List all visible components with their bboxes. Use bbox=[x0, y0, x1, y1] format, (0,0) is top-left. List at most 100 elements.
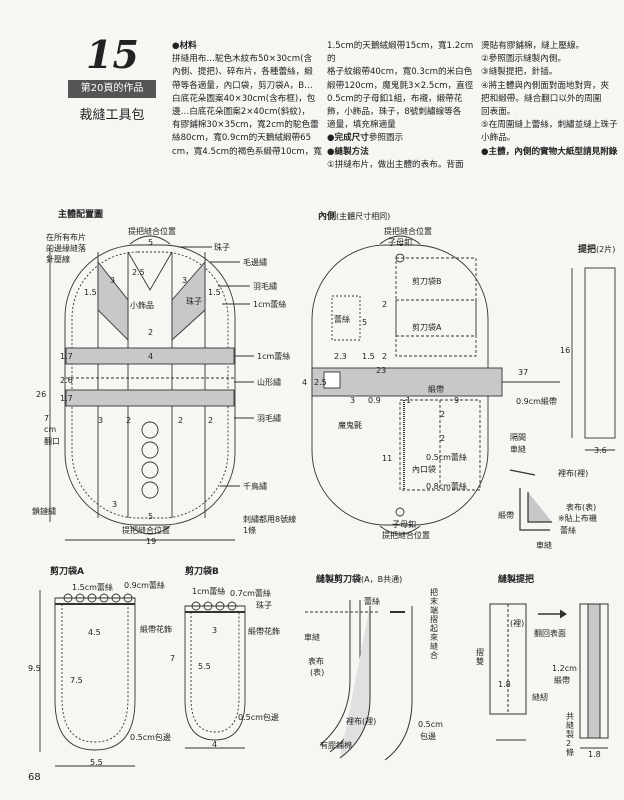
inner-dim: 5 bbox=[362, 318, 368, 327]
materials-line: 內側、提把)、碎布片，各種蕾絲，緞 bbox=[172, 67, 313, 78]
materials-line: 0.5cm的子母釦1組，布襯，緞帶花 bbox=[327, 93, 463, 104]
method-step: 燙貼有膠鋪棉，縫上壓線。 bbox=[481, 41, 585, 51]
scissor-b-dim: 4 bbox=[212, 740, 218, 749]
sewing-label: 車縫 bbox=[304, 633, 320, 642]
size-line: ●完成尺寸參照圖示 bbox=[327, 132, 477, 145]
materials-line: cm，寬4.5cm的褐色系緞帶10cm，寬 bbox=[172, 146, 322, 157]
main-label: 提把縫合位置 bbox=[122, 526, 170, 535]
inner-dim: 23 bbox=[376, 366, 387, 375]
main-dim: 3 bbox=[110, 276, 116, 285]
sew-handle-label: 共縫製2條 bbox=[566, 712, 574, 757]
detail-label: 車縫 bbox=[536, 541, 552, 550]
inner-dim: 3 bbox=[350, 396, 356, 405]
materials-heading: ●材料 bbox=[172, 41, 197, 51]
size-heading: ●完成尺寸 bbox=[327, 133, 369, 144]
main-label: 千鳥繡 bbox=[243, 482, 267, 491]
method-step: ①拼縫布片，做出主體的表布。背面 bbox=[327, 159, 464, 170]
lace-strip bbox=[331, 295, 361, 341]
inner-dim: 11 bbox=[382, 454, 393, 463]
main-dim: 4 bbox=[148, 352, 154, 361]
method-step: ②參照圖示縫製內側。 bbox=[481, 54, 567, 65]
main-label: 珠子 bbox=[186, 297, 202, 306]
inner-dim: 2 bbox=[440, 434, 446, 443]
project-title: 裁縫工具包 bbox=[79, 108, 145, 123]
main-label: 的邊緣縫落 bbox=[46, 244, 86, 253]
inner-label: 剪刀袋B bbox=[412, 277, 442, 286]
main-dim: 3 bbox=[98, 416, 104, 425]
inner-label: 子母釦 bbox=[388, 238, 412, 247]
inner-dim: 1.5 bbox=[362, 352, 375, 361]
main-dim: 2.6 bbox=[60, 376, 73, 385]
inner-label: 蕾絲 bbox=[334, 315, 350, 324]
detail-section bbox=[519, 488, 550, 531]
inner-dim: 2.5 bbox=[314, 378, 327, 387]
main-label: 珠子 bbox=[214, 243, 230, 252]
method-step: ⑤在周圍縫上蕾絲，刺繡並縫上珠子 bbox=[481, 120, 618, 131]
main-label: 山形繡 bbox=[257, 378, 281, 387]
inner-label: 剪刀袋A bbox=[412, 323, 442, 332]
sewing-label: 表布 bbox=[308, 657, 324, 666]
main-dim: 5 bbox=[148, 512, 154, 521]
main-label: 1條 bbox=[243, 526, 257, 535]
pocket-b bbox=[395, 257, 477, 337]
sew-handle-label: 1.2cm bbox=[552, 664, 577, 673]
sewing-curve-1 bbox=[319, 600, 351, 746]
main-label: 刺繡都用8號線 bbox=[243, 515, 297, 524]
main-width-dim: 19 bbox=[146, 537, 157, 546]
scissor-a-dim: 5.5 bbox=[90, 758, 103, 767]
scissor-a-dim: 4.5 bbox=[88, 628, 101, 637]
method-step: 把和緞帶。縫合翻口以外的周圍 bbox=[481, 93, 602, 104]
scissor-b-dim: 7 bbox=[170, 654, 176, 663]
inner-dim: 9 bbox=[454, 396, 460, 405]
handle-title-text: 提把 bbox=[578, 245, 597, 255]
scissor-a-label: 1.5cm蕾絲 bbox=[72, 583, 113, 592]
project-number: 15 bbox=[86, 32, 139, 77]
main-body-seam bbox=[71, 251, 229, 519]
handle-title: 提把(2片) bbox=[578, 242, 615, 255]
sewing-title: 縫製剪刀袋(A，B共通) bbox=[316, 572, 402, 585]
main-dim: 2 bbox=[148, 328, 154, 337]
inner-label: 提把縫合位置 bbox=[384, 227, 432, 236]
materials-column-2: 1.5cm的天鵝絨緞帶15cm，寬1.2cm的 格子紋緞帶40cm，寬0.3cm… bbox=[327, 40, 477, 172]
materials-line: 緞帶120cm，魔鬼氈3×2.5cm，直徑 bbox=[327, 80, 474, 91]
sewing-label: 蕾絲 bbox=[364, 597, 380, 606]
main-label: 羽毛繡 bbox=[253, 282, 277, 291]
sew-handle-label: 翻回表面 bbox=[534, 629, 566, 638]
inner-label: 0.9cm緞帶 bbox=[516, 397, 557, 406]
ribbon-band bbox=[311, 367, 503, 397]
inner-label: 魔鬼氈 bbox=[338, 421, 362, 430]
snap-top bbox=[395, 253, 405, 263]
scissor-b-label: 0.7cm蕾絲 bbox=[230, 589, 271, 598]
materials-line: 邊…白底花朵圖案2×40cm(斜紋)， bbox=[172, 107, 310, 118]
method-step: 回表面。 bbox=[481, 107, 516, 118]
main-dim: 1.7 bbox=[60, 352, 73, 361]
page-badge: 第20頁的作品 bbox=[68, 80, 156, 98]
sew-handle-dim: 1.8 bbox=[498, 680, 511, 689]
scissor-a-dim: 9.5 bbox=[28, 664, 41, 673]
handle-subtitle: (2片) bbox=[596, 245, 616, 254]
scissor-case-a bbox=[54, 597, 136, 751]
inner-dim: 2 bbox=[382, 300, 388, 309]
scissor-b-label: 緞帶花飾 bbox=[248, 627, 280, 636]
sew-handle-label: 緞帶 bbox=[554, 676, 570, 685]
materials-column-1: ●材料 拼縫用布…駝色木紋布50×30cm(含 內側、提把)、碎布片，各種蕾絲，… bbox=[172, 40, 322, 159]
handle-piece bbox=[584, 267, 616, 439]
main-dim: cm bbox=[44, 425, 57, 434]
main-dim: 2 bbox=[208, 416, 214, 425]
inner-dim: 37 bbox=[518, 368, 529, 377]
inner-label: 緞帶 bbox=[428, 385, 444, 394]
materials-line: 1.5cm的天鵝絨緞帶15cm，寬1.2cm的 bbox=[327, 41, 474, 65]
main-label: 毛邊繡 bbox=[243, 258, 267, 267]
sewing-subtitle: (A，B共通) bbox=[361, 575, 403, 584]
main-dim: 3 bbox=[112, 500, 118, 509]
main-label: 1cm蕾絲 bbox=[257, 352, 291, 361]
inner-dim: 2.3 bbox=[334, 352, 347, 361]
detail-label: 表布(表) bbox=[566, 503, 597, 512]
sew-handle-label: 摺雙 bbox=[476, 648, 484, 666]
main-label: 1cm蕾絲 bbox=[253, 300, 287, 309]
inner-diagram-title: 內側(主體尺寸相同) bbox=[318, 209, 390, 222]
scissor-a-dim: 7.5 bbox=[70, 676, 83, 685]
sew-handle-label: (裡) bbox=[510, 619, 525, 628]
method-heading: ●縫製方法 bbox=[327, 146, 369, 157]
sewing-title-text: 縫製剪刀袋 bbox=[316, 575, 362, 585]
